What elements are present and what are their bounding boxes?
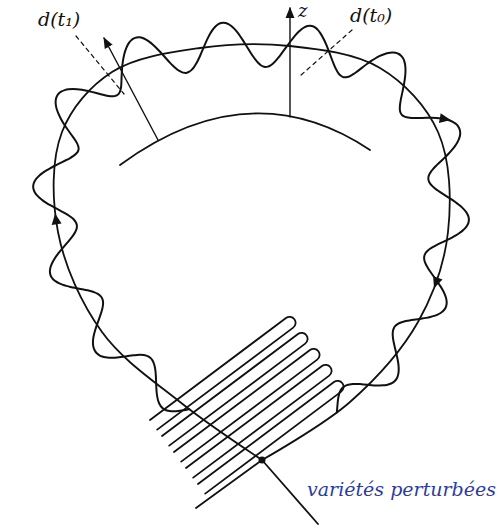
manifold-lobe: [198, 381, 344, 494]
stable-manifold: [196, 460, 262, 508]
flow-arrow: [50, 213, 61, 225]
leader-line: [300, 30, 352, 76]
perturbed-manifold: [33, 23, 469, 413]
axis-label: d(t₀): [350, 4, 392, 27]
manifold-lobe: [186, 365, 332, 478]
manifold-lobe: [150, 317, 296, 430]
manifold-lobe: [174, 349, 320, 462]
flow-arrows: [50, 113, 451, 290]
leader-line: [76, 36, 124, 94]
manifold-note: variétés perturbées: [307, 478, 496, 501]
homoclinic-loop: [54, 44, 450, 460]
flow-arrow: [439, 113, 452, 125]
flow-arrow: [429, 276, 442, 290]
homoclinic-tangle: [150, 317, 344, 494]
tilted-axis: [104, 38, 158, 140]
z-axis: [289, 8, 290, 117]
axis-label: z: [298, 0, 307, 22]
axis-label: d(t₁): [38, 8, 80, 31]
saddle-point: [259, 457, 266, 464]
manifold-lobe: [162, 333, 308, 446]
